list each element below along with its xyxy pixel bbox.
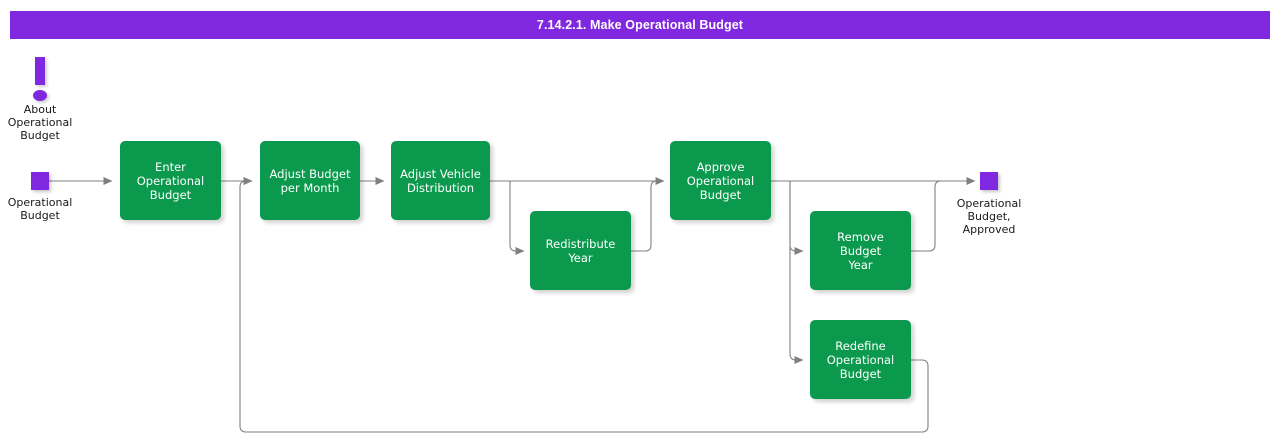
node-adjust-vehicle-distribution[interactable]: Adjust Vehicle Distribution	[391, 141, 490, 220]
edge-redistribute-to-approve	[631, 180, 664, 252]
start-terminator-square[interactable]	[31, 172, 49, 190]
node-enter-operational-budget[interactable]: Enter Operational Budget	[120, 141, 221, 220]
end-terminator-square[interactable]	[980, 172, 998, 190]
node-redistribute-year[interactable]: Redistribute Year	[530, 211, 631, 290]
about-operational-budget-caption: About Operational Budget	[7, 103, 73, 142]
node-enter-operational-budget-label: Enter Operational Budget	[136, 159, 205, 202]
node-approve-operational-budget[interactable]: Approve Operational Budget	[670, 141, 771, 220]
exclamation-dot	[33, 90, 47, 101]
node-redistribute-year-label: Redistribute Year	[545, 236, 616, 265]
node-adjust-vehicle-distribution-label: Adjust Vehicle Distribution	[400, 166, 481, 195]
edge-approve-to-redefine	[789, 181, 804, 364]
node-redefine-operational-budget-label: Redefine Operational Budget	[826, 338, 895, 381]
page-title: 7.14.2.1. Make Operational Budget	[536, 18, 744, 32]
page-title-bar: 7.14.2.1. Make Operational Budget	[10, 11, 1270, 39]
edge-vehicle-to-redistribute	[509, 181, 525, 255]
node-adjust-budget-per-month-label: Adjust Budget per Month	[269, 166, 351, 195]
end-terminator-caption: Operational Budget, Approved	[956, 197, 1022, 236]
exclamation-stem	[35, 57, 45, 85]
node-adjust-budget-per-month[interactable]: Adjust Budget per Month	[260, 141, 360, 220]
node-redefine-operational-budget[interactable]: Redefine Operational Budget	[810, 320, 911, 399]
node-approve-operational-budget-label: Approve Operational Budget	[686, 159, 755, 202]
start-terminator-caption: Operational Budget	[7, 196, 73, 222]
edge-approve-to-remove-budget-year	[789, 181, 804, 255]
node-remove-budget-year[interactable]: Remove Budget Year	[810, 211, 911, 290]
node-remove-budget-year-label: Remove Budget Year	[837, 229, 884, 272]
exclamation-icon	[33, 57, 47, 103]
